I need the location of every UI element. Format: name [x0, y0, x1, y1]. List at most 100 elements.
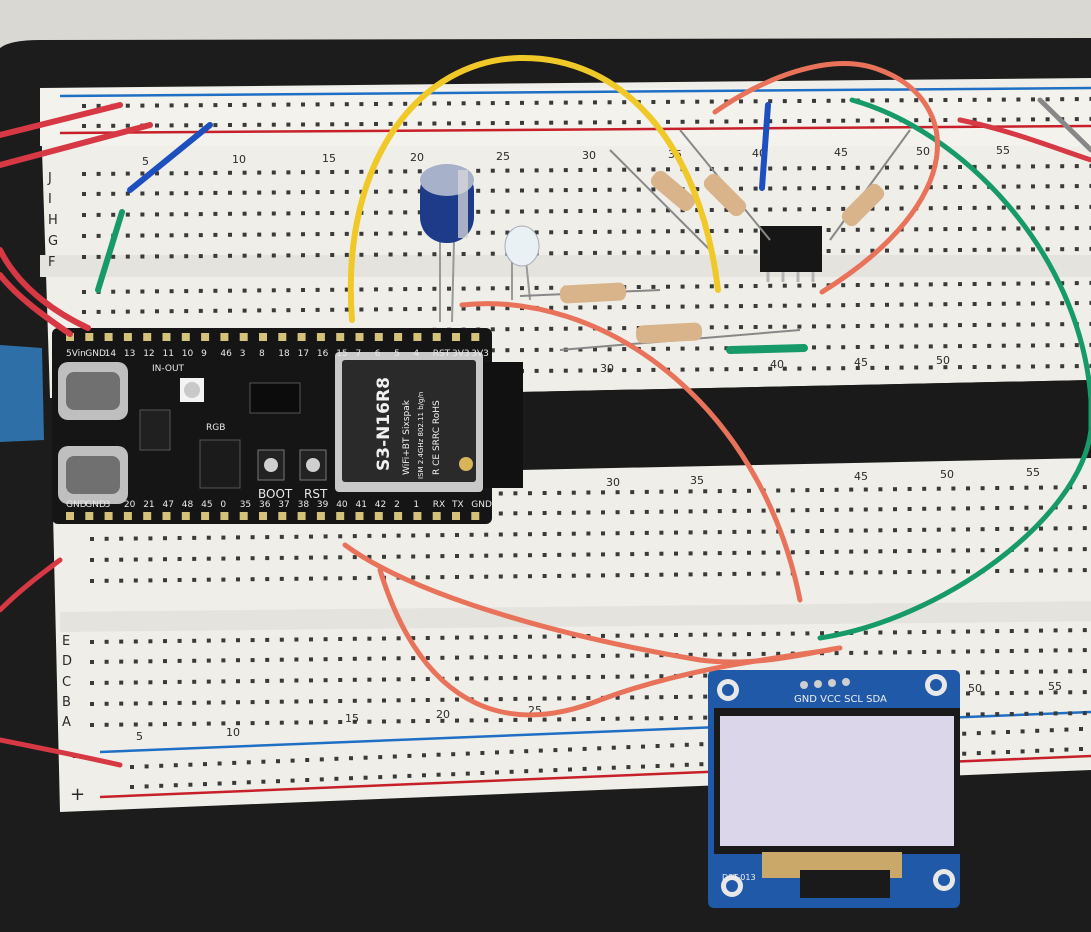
breadboard-hole [1089, 96, 1091, 101]
breadboard-hole [644, 551, 649, 556]
breadboard-hole [593, 208, 597, 213]
breadboard-hole [695, 119, 700, 124]
breadboard-hole [455, 575, 459, 579]
breadboard-hole [885, 323, 889, 328]
breadboard-hole [133, 680, 138, 685]
breadboard-hole [155, 233, 159, 238]
breadboard-hole [513, 654, 518, 659]
breadboard-hole [125, 254, 130, 259]
breadboard-hole [221, 638, 226, 643]
breadboard-hole [90, 660, 94, 664]
breadboard-hole [352, 636, 357, 641]
breadboard-hole [841, 227, 846, 232]
header-pin [181, 512, 190, 520]
breadboard-hole [542, 696, 547, 701]
breadboard-hole [476, 251, 481, 256]
breadboard-hole [699, 762, 704, 767]
breadboard-hole [1068, 505, 1073, 510]
breadboard-hole [943, 165, 948, 170]
breadboard-hole [703, 632, 708, 637]
breadboard-hole [447, 121, 451, 126]
row-letter-c: C [62, 675, 71, 690]
breadboard-hole [469, 718, 474, 723]
breadboard-hole [651, 346, 656, 351]
col-number: 10 [226, 726, 240, 739]
breadboard-hole [359, 252, 364, 257]
breadboard-hole [374, 169, 378, 174]
red-wire [0, 247, 91, 331]
breadboard-hole [1001, 97, 1006, 102]
breadboard-hole [644, 674, 649, 679]
breadboard-hole [490, 306, 495, 311]
breadboard-hole [534, 326, 539, 331]
breadboard-hole [301, 232, 305, 237]
boot-button[interactable] [257, 449, 285, 481]
breadboard-hole [82, 172, 86, 176]
breadboard-hole [411, 698, 416, 703]
breadboard-hole [228, 211, 232, 216]
breadboard-hole [571, 675, 576, 680]
breadboard-hole [425, 698, 430, 702]
breadboard-hole [651, 284, 656, 289]
breadboard-hole [601, 510, 605, 515]
row-letter-b: B [62, 695, 71, 710]
breadboard-hole [1009, 505, 1014, 510]
breadboard-hole [863, 650, 868, 655]
breadboard-hole [528, 553, 532, 558]
breadboard-hole [534, 285, 539, 290]
breadboard-hole [870, 248, 875, 253]
breadboard-hole [425, 677, 430, 681]
breadboard-hole [330, 253, 335, 257]
breadboard-hole [593, 250, 597, 255]
breadboard-hole [670, 763, 675, 768]
pin-label: 46 [220, 349, 232, 359]
breadboard-hole [1001, 301, 1006, 306]
breadboard-hole [893, 650, 897, 655]
breadboard-hole [841, 303, 846, 308]
breadboard-hole [651, 167, 656, 172]
breadboard-hole [359, 287, 364, 292]
breadboard-hole [549, 168, 554, 173]
breadboard-hole [578, 209, 583, 213]
breadboard-hole [236, 721, 240, 726]
breadboard-hole [228, 308, 232, 313]
breadboard-hole [279, 534, 284, 539]
breadboard-hole [820, 550, 824, 554]
breadboard-hole [593, 167, 597, 172]
breadboard-hole [630, 716, 635, 721]
breadboard-hole [615, 573, 620, 578]
breadboard-hole [586, 654, 591, 658]
breadboard-hole [630, 633, 635, 638]
pin-label: 5 [394, 349, 400, 359]
breadboard-hole [163, 701, 167, 706]
breadboard-hole [382, 533, 386, 538]
breadboard-hole [330, 232, 335, 236]
breadboard-hole [768, 99, 773, 104]
breadboard-hole [703, 530, 708, 535]
breadboard-hole [907, 487, 912, 491]
breadboard-hole [236, 679, 240, 684]
breadboard-hole [962, 751, 967, 756]
breadboard-hole [578, 120, 583, 125]
breadboard-hole [1045, 164, 1050, 169]
pin-label: 9 [201, 349, 207, 359]
breadboard-hole [578, 251, 583, 255]
breadboard-hole [922, 486, 927, 491]
breadboard-hole [315, 211, 320, 216]
breadboard-hole [534, 120, 539, 125]
breadboard-hole [140, 233, 145, 238]
breadboard-hole [820, 488, 824, 492]
breadboard-hole [198, 308, 203, 313]
breadboard-hole [958, 365, 962, 370]
breadboard-hole [1074, 184, 1079, 189]
breadboard-hole [717, 632, 722, 637]
breadboard-hole [1024, 526, 1029, 531]
breadboard-hole [90, 640, 94, 644]
breadboard-hole [841, 206, 846, 211]
breadboard-hole [192, 535, 197, 540]
breadboard-hole [1001, 164, 1006, 169]
breadboard-hole [236, 577, 240, 582]
breadboard-hole [198, 254, 203, 259]
breadboard-hole [382, 636, 386, 641]
breadboard-hole [290, 758, 295, 763]
